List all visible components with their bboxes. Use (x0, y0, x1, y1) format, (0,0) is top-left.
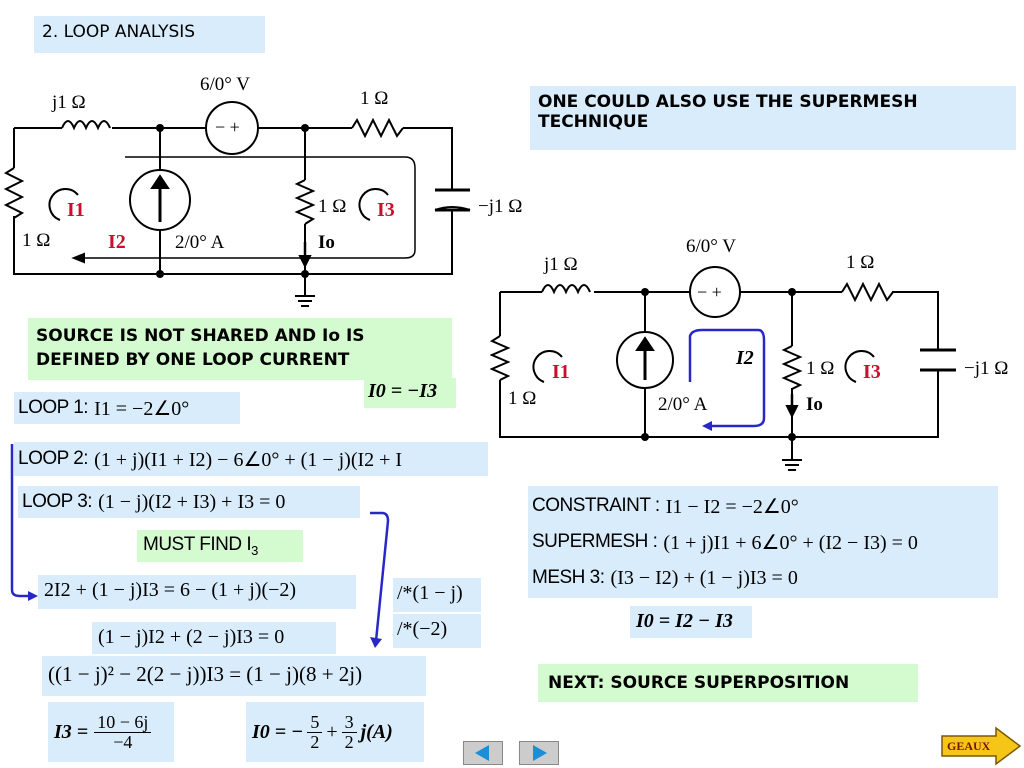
i3-fraction: 10 − 6j −4 (94, 712, 152, 752)
equation-a: 2I2 + (1 − j)I3 = 6 − (1 + j)(−2) (38, 575, 356, 609)
io-definition: I0 = −I3 (364, 378, 456, 408)
i0-fraction-1: 5 2 (307, 712, 323, 752)
hand-arrow-left (10, 444, 38, 601)
svg-text:− +: − + (215, 117, 240, 137)
svg-text:−j1 Ω: −j1 Ω (964, 358, 1008, 379)
loop2-equation: LOOP 2: (1 + j)(I1 + I2) − 6∠0° + (1 − j… (14, 442, 488, 476)
svg-text:−j1 Ω: −j1 Ω (478, 196, 522, 217)
svg-text:Io: Io (806, 394, 823, 415)
i0-fraction-2: 3 2 (341, 712, 357, 752)
svg-text:I3: I3 (863, 361, 881, 383)
supermesh-equations: CONSTRAINT : I1 − I2 = −2∠0° SUPERMESH :… (528, 486, 998, 598)
i0-supermesh: I0 = I2 − I3 (630, 606, 752, 638)
multiplier-b: /*(−2) (393, 614, 481, 648)
loop2-expr: (1 + j)(I1 + I2) − 6∠0° + (1 − j)(I2 + I (94, 448, 403, 471)
i3-lhs: I3 = (54, 720, 89, 743)
svg-text:I2: I2 (108, 231, 126, 253)
i0-lhs: I0 = − (252, 720, 304, 743)
mesh3-row: MESH 3: (I3 − I2) + (1 − j)I3 = 0 (532, 560, 994, 596)
svg-text:1 Ω: 1 Ω (508, 388, 536, 409)
loop1-label: LOOP 1: (18, 397, 89, 418)
supermesh-label: SUPERMESH : (532, 531, 658, 552)
hand-arrow-right (370, 511, 390, 648)
svg-text:j1 Ω: j1 Ω (543, 254, 578, 275)
svg-text:1 Ω: 1 Ω (846, 252, 874, 273)
source-note: SOURCE IS NOT SHARED AND Io IS DEFINED B… (28, 318, 452, 380)
i0-num2: 3 (341, 712, 357, 733)
equation-c: ((1 − j)² − 2(2 − j))I3 = (1 − j)(8 + 2j… (42, 656, 426, 696)
next-topic: NEXT: SOURCE SUPERPOSITION (538, 664, 918, 702)
supermesh-expr: (1 + j)I1 + 6∠0° + (I2 − I3) = 0 (663, 531, 918, 554)
supermesh-note: ONE COULD ALSO USE THE SUPERMESH TECHNIQ… (530, 86, 1016, 150)
constraint-label: CONSTRAINT : (532, 495, 660, 516)
arrow-right-icon (533, 745, 547, 761)
svg-text:− +: − + (697, 282, 722, 302)
loop1-expr: I1 = −2∠0° (94, 397, 190, 420)
constraint-row: CONSTRAINT : I1 − I2 = −2∠0° (532, 488, 994, 524)
previous-slide-button[interactable] (463, 741, 503, 765)
loop2-label: LOOP 2: (18, 448, 89, 469)
i0-result: I0 = − 5 2 + 3 2 j(A) (246, 702, 424, 762)
geaux-button[interactable]: GEAUX (940, 726, 1022, 766)
svg-text:I1: I1 (67, 199, 85, 221)
i0-den2: 2 (344, 731, 354, 752)
svg-text:1 Ω: 1 Ω (360, 88, 388, 109)
i3-numerator: 10 − 6j (94, 712, 152, 733)
equation-b: (1 − j)I2 + (2 − j)I3 = 0 (92, 622, 336, 654)
multiplier-a: /*(1 − j) (393, 578, 481, 612)
loop1-equation: LOOP 1: I1 = −2∠0° (14, 392, 240, 424)
svg-text:6/0° V: 6/0° V (200, 74, 250, 95)
circuit-diagram-supermesh: − + I1 I3 I2 j1 Ω 6/0° V 1 Ω 1 Ω 1 Ω −j1… (490, 236, 1008, 471)
must-find-note: MUST FIND I3 (137, 530, 303, 562)
svg-text:j1 Ω: j1 Ω (51, 92, 86, 113)
circuit-diagram-loop: − + I1 I3 I2 j1 Ω 6/0° V 1 Ω 1 Ω 1 Ω −j1… (3, 74, 522, 307)
svg-text:1 Ω: 1 Ω (318, 196, 346, 217)
i0-den1: 2 (310, 731, 320, 752)
i3-result: I3 = 10 − 6j −4 (48, 702, 174, 762)
svg-text:2/0° A: 2/0° A (175, 232, 225, 253)
i0-plus: + (326, 720, 338, 743)
loop3-expr: (1 − j)(I2 + I3) + I3 = 0 (98, 490, 286, 513)
arrow-left-icon (475, 745, 489, 761)
i3-denominator: −4 (113, 731, 133, 752)
svg-text:Io: Io (318, 232, 335, 253)
supermesh-row: SUPERMESH : (1 + j)I1 + 6∠0° + (I2 − I3)… (532, 524, 994, 560)
mesh3-label: MESH 3: (532, 567, 605, 588)
svg-text:2/0° A: 2/0° A (658, 394, 708, 415)
svg-text:1 Ω: 1 Ω (806, 358, 834, 379)
i0-tail: j(A) (360, 720, 393, 743)
svg-text:I3: I3 (377, 199, 395, 221)
svg-text:1 Ω: 1 Ω (22, 230, 50, 251)
loop3-label: LOOP 3: (22, 491, 93, 512)
svg-text:6/0° V: 6/0° V (686, 236, 736, 257)
i0-num1: 5 (307, 712, 323, 733)
loop3-equation: LOOP 3: (1 − j)(I2 + I3) + I3 = 0 (18, 486, 360, 518)
svg-text:I2: I2 (735, 347, 754, 369)
geaux-label: GEAUX (947, 739, 991, 753)
mesh3-expr: (I3 − I2) + (1 − j)I3 = 0 (610, 566, 798, 589)
slide-title: 2. LOOP ANALYSIS (34, 16, 265, 53)
next-slide-button[interactable] (519, 741, 559, 765)
svg-text:I1: I1 (552, 361, 570, 383)
constraint-expr: I1 − I2 = −2∠0° (665, 495, 799, 518)
